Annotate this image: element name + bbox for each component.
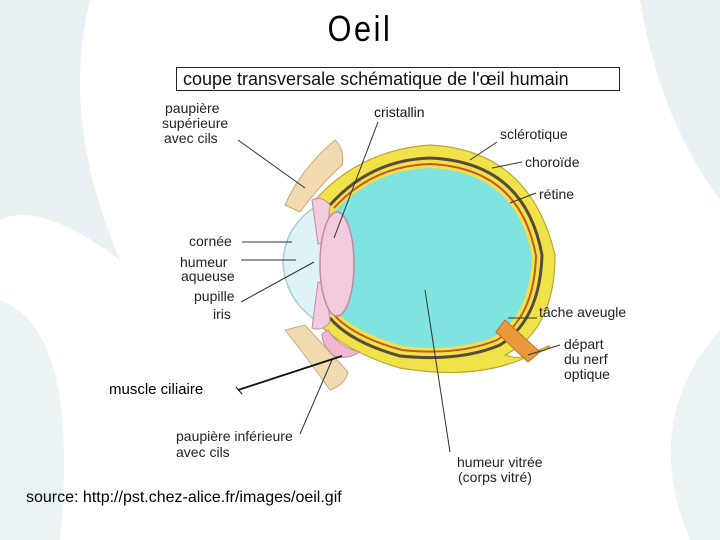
label-lower-eyelid-1: paupière inférieure bbox=[176, 428, 293, 444]
lens bbox=[319, 211, 355, 317]
label-upper-eyelid-3: avec cils bbox=[164, 130, 218, 146]
lower-eyelid bbox=[284, 324, 349, 391]
label-optic-nerve-3: optique bbox=[564, 366, 610, 382]
label-lower-eyelid-2: avec cils bbox=[176, 444, 230, 460]
label-upper-eyelid-1: paupière bbox=[165, 100, 220, 116]
upper-eyelid bbox=[284, 139, 344, 213]
ciliary-muscle bbox=[321, 329, 362, 358]
label-upper-eyelid-2: supérieure bbox=[162, 115, 229, 131]
label-optic-nerve-1: départ bbox=[564, 336, 604, 352]
choroid-shape bbox=[328, 156, 544, 360]
retina-shape bbox=[333, 162, 538, 353]
label-pupil: pupille bbox=[194, 288, 235, 304]
label-sclera: sclérotique bbox=[500, 126, 568, 142]
label-iris: iris bbox=[213, 306, 231, 322]
label-cornea: cornée bbox=[189, 233, 232, 249]
label-aqueous-1: humeur bbox=[180, 254, 228, 270]
slide-title: Oeil bbox=[327, 8, 393, 49]
label-choroid: choroïde bbox=[525, 154, 580, 170]
label-optic-nerve-2: du nerf bbox=[564, 351, 608, 367]
label-retina: rétine bbox=[539, 186, 575, 202]
label-lens: cristallin bbox=[374, 104, 425, 120]
diagram-title: coupe transversale schématique de l'œil … bbox=[176, 67, 620, 91]
optic-nerve bbox=[495, 319, 541, 363]
label-blind-spot: tâche aveugle bbox=[539, 304, 627, 320]
label-vitreous-2: (corps vitré) bbox=[458, 469, 532, 485]
source-caption: source: http://pst.chez-alice.fr/images/… bbox=[26, 489, 342, 506]
label-vitreous-1: humeur vitrée bbox=[457, 454, 543, 470]
label-ciliary-muscle: muscle ciliaire bbox=[109, 381, 204, 398]
label-aqueous-2: aqueuse bbox=[181, 268, 235, 284]
vitreous-body bbox=[336, 168, 532, 348]
